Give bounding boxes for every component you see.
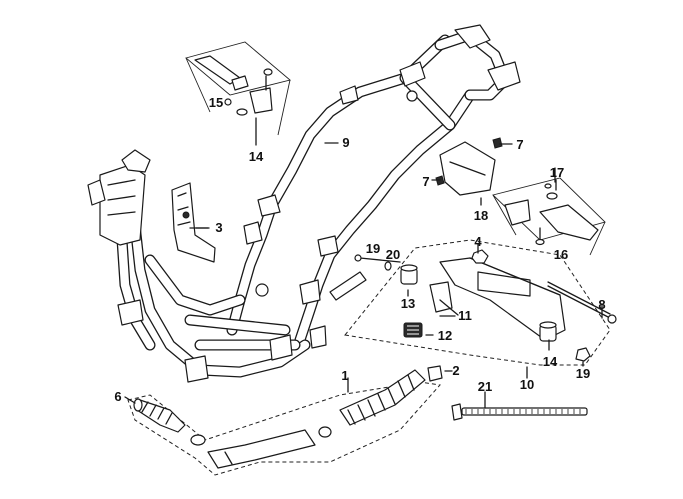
- cable-tie-21: [451, 403, 588, 421]
- callout-4: 4: [474, 234, 482, 249]
- callout-9: 9: [342, 135, 349, 150]
- callout-3: 3: [215, 220, 222, 235]
- side-stand-bracket-3: [171, 182, 216, 263]
- bracket-18: [435, 137, 503, 196]
- callout-14a: 14: [249, 149, 264, 164]
- callout-1: 1: [341, 368, 348, 383]
- bracket-set-17: [492, 167, 606, 256]
- callout-2: 2: [452, 363, 459, 378]
- callout-14b: 14: [543, 354, 558, 369]
- engine-hanger-10: [344, 239, 617, 366]
- callout-10: 10: [520, 377, 534, 392]
- callout-21: 21: [478, 379, 492, 394]
- callout-12: 12: [438, 328, 452, 343]
- callout-19a: 19: [366, 241, 380, 256]
- callout-20: 20: [386, 247, 400, 262]
- callout-18: 18: [474, 208, 488, 223]
- callout-7a: 7: [516, 137, 523, 152]
- bracket-set-15: [185, 41, 291, 136]
- hose-1: [127, 365, 443, 476]
- callout-19b: 19: [576, 366, 590, 381]
- callout-17: 17: [550, 165, 564, 180]
- callout-11: 11: [458, 308, 472, 323]
- callout-15: 15: [209, 95, 223, 110]
- callout-8: 8: [598, 297, 605, 312]
- callout-7b: 7: [422, 174, 429, 189]
- main-frame: [87, 24, 521, 383]
- callout-6: 6: [114, 389, 121, 404]
- callout-13: 13: [401, 296, 415, 311]
- leader-6: [124, 396, 136, 404]
- callout-16: 16: [554, 247, 568, 262]
